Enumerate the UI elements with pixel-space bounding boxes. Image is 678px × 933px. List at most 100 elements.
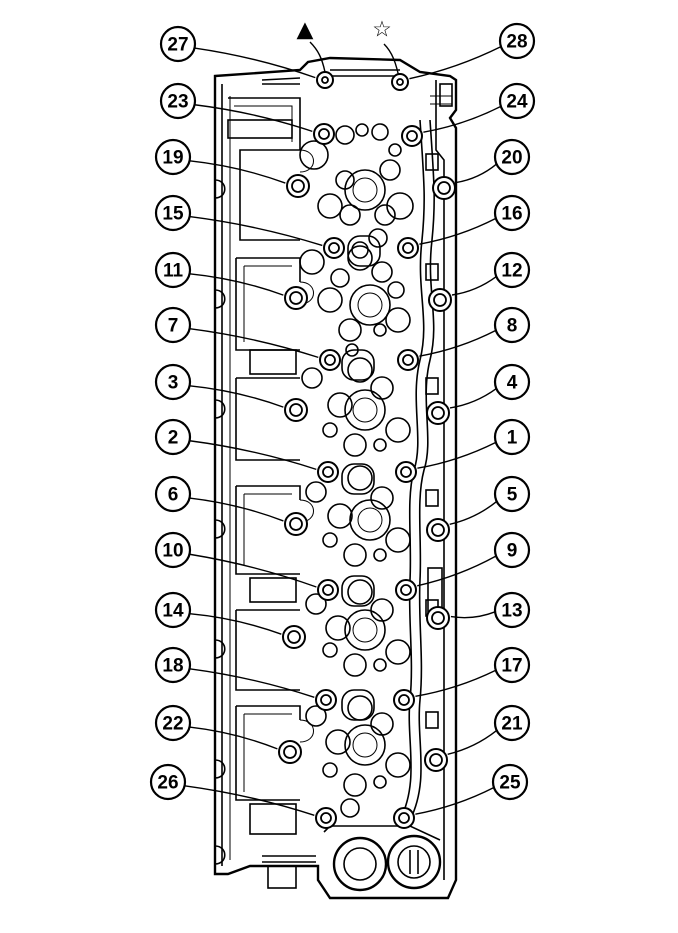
star-marker-icon: ☆ (372, 18, 392, 43)
bolt-3-bore (289, 403, 303, 417)
bolt-6-callout (154, 475, 192, 513)
direction-markers: ▲ ☆ (297, 18, 401, 83)
bolt-8-label: 8 (507, 316, 518, 337)
bolt-25-bore (398, 812, 410, 824)
bolt-4-callout (493, 363, 531, 401)
bolt-13-bore (431, 611, 445, 625)
bolt-23-callout (159, 82, 197, 120)
bolt-16-leader (419, 217, 497, 245)
bolt-27-bore (321, 76, 329, 84)
bolt-9-callout (493, 531, 531, 569)
bolt-14-leader (189, 613, 282, 635)
bolt-15-bore (328, 242, 340, 254)
bolt-3-callout (154, 363, 192, 401)
bolt-5-bore (431, 523, 445, 537)
bolt-9-label: 9 (507, 541, 518, 562)
bolt-28-label: 28 (506, 32, 527, 53)
bolt-21-label: 21 (501, 714, 523, 735)
bolt-6-bore (289, 517, 303, 531)
bolt-22-leader (189, 726, 278, 750)
bolt-9-bore (400, 584, 412, 596)
bolt-18-bore (320, 694, 332, 706)
bolt-17-label: 17 (501, 656, 522, 677)
bolt-19-bore (291, 179, 305, 193)
bolt-17-callout (493, 646, 531, 684)
bolt-10-bore (322, 584, 334, 596)
bolt-20-label: 20 (501, 148, 522, 169)
bolt-10-label: 10 (162, 541, 183, 562)
bolt-6-leader (189, 497, 284, 522)
bolt-28-bore (396, 78, 404, 86)
bolt-2-leader (189, 440, 317, 471)
bolt-12-bore (433, 293, 447, 307)
bolt-19-leader (189, 160, 286, 184)
bolt-23-label: 23 (167, 92, 188, 113)
bolt-18-callout (154, 646, 192, 684)
bolt-28-callout (498, 22, 536, 60)
valve-bores (299, 123, 442, 892)
bolt-11-leader (189, 273, 284, 296)
bolt-6-label: 6 (168, 485, 179, 506)
bolt-11-label: 11 (163, 261, 184, 282)
bolt-21-leader (447, 729, 498, 755)
bolt-26-leader (184, 785, 315, 816)
bolt-7-leader (189, 328, 319, 359)
bolt-5-label: 5 (507, 485, 518, 506)
bolt-7-label: 7 (168, 316, 179, 337)
bolt-17-bore (398, 694, 410, 706)
bolt-4-bore (431, 406, 445, 420)
bolt-16-callout (493, 194, 531, 232)
bolt-4-leader (449, 388, 497, 409)
bolt-24-label: 24 (506, 92, 528, 113)
bolt-21-callout (493, 704, 531, 742)
bolt-3-label: 3 (168, 373, 179, 394)
bolt-7-bore (324, 354, 336, 366)
bolt-16-label: 16 (501, 204, 522, 225)
bolt-15-label: 15 (162, 204, 184, 225)
bolt-25-label: 25 (499, 773, 521, 794)
bolt-11-callout (154, 251, 192, 289)
bolt-23-leader (194, 104, 313, 133)
bolt-1-callout (493, 418, 531, 456)
bolt-14-label: 14 (162, 601, 184, 622)
bolt-12-label: 12 (501, 261, 522, 282)
bolt-19-callout (154, 138, 192, 176)
bolt-24-bore (406, 130, 418, 142)
bolt-16-bore (402, 242, 414, 254)
bolt-5-callout (493, 475, 531, 513)
bolt-9-leader (417, 555, 497, 587)
bolt-13-leader (450, 611, 496, 619)
bolt-1-bore (400, 466, 412, 478)
bolt-27-leader (194, 47, 316, 79)
bolt-18-leader (189, 668, 315, 698)
bolt-7-callout (154, 306, 192, 344)
bolt-21-bore (429, 753, 443, 767)
bolt-13-callout (493, 591, 531, 629)
bolt-12-leader (451, 275, 497, 296)
bolt-25-leader (415, 786, 495, 815)
bolt-20-bore (437, 181, 451, 195)
bolt-2-callout (154, 418, 192, 456)
bolt-8-leader (419, 329, 497, 357)
bolt-25-callout (491, 763, 529, 801)
bolt-15-callout (154, 194, 192, 232)
bolt-1-label: 1 (507, 428, 518, 449)
triangle-marker-icon: ▲ (297, 18, 314, 43)
bolt-20-leader (455, 163, 497, 184)
port-bays (227, 97, 314, 835)
bolt-28-leader (409, 45, 502, 80)
bolt-10-callout (154, 531, 192, 569)
bolt-11-bore (289, 291, 303, 305)
bolt-24-callout (498, 82, 536, 120)
bolt-23-bore (318, 128, 330, 140)
bolt-4-label: 4 (507, 373, 518, 394)
bolt-26-label: 26 (157, 773, 178, 794)
bolt-8-callout (493, 306, 531, 344)
bolt-2-label: 2 (168, 428, 179, 449)
bolt-26-callout (149, 763, 187, 801)
bolt-20-callout (493, 138, 531, 176)
bolt-13-label: 13 (501, 601, 522, 622)
bolt-15-leader (189, 215, 323, 247)
bolt-1-leader (417, 441, 497, 469)
